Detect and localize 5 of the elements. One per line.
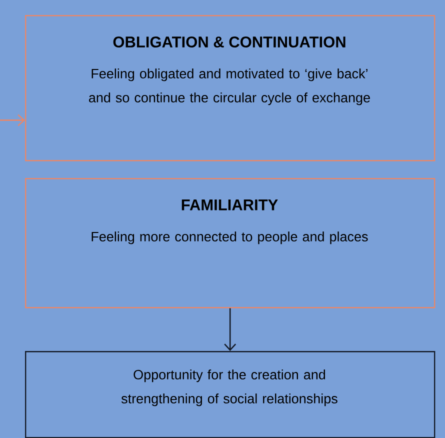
text-box: OBLIGATION & CONTINUATION Feeling obligated and motivated to ‘give back’ and so continue the circular cycle of exchange [25, 15, 436, 162]
arrow [0, 114, 25, 126]
text-box: FAMILIARITY Feeling more connected to people and places [25, 178, 436, 308]
arrow [224, 308, 236, 351]
text-box: Opportunity for the creation and strengthening of social relationships [25, 350, 436, 438]
